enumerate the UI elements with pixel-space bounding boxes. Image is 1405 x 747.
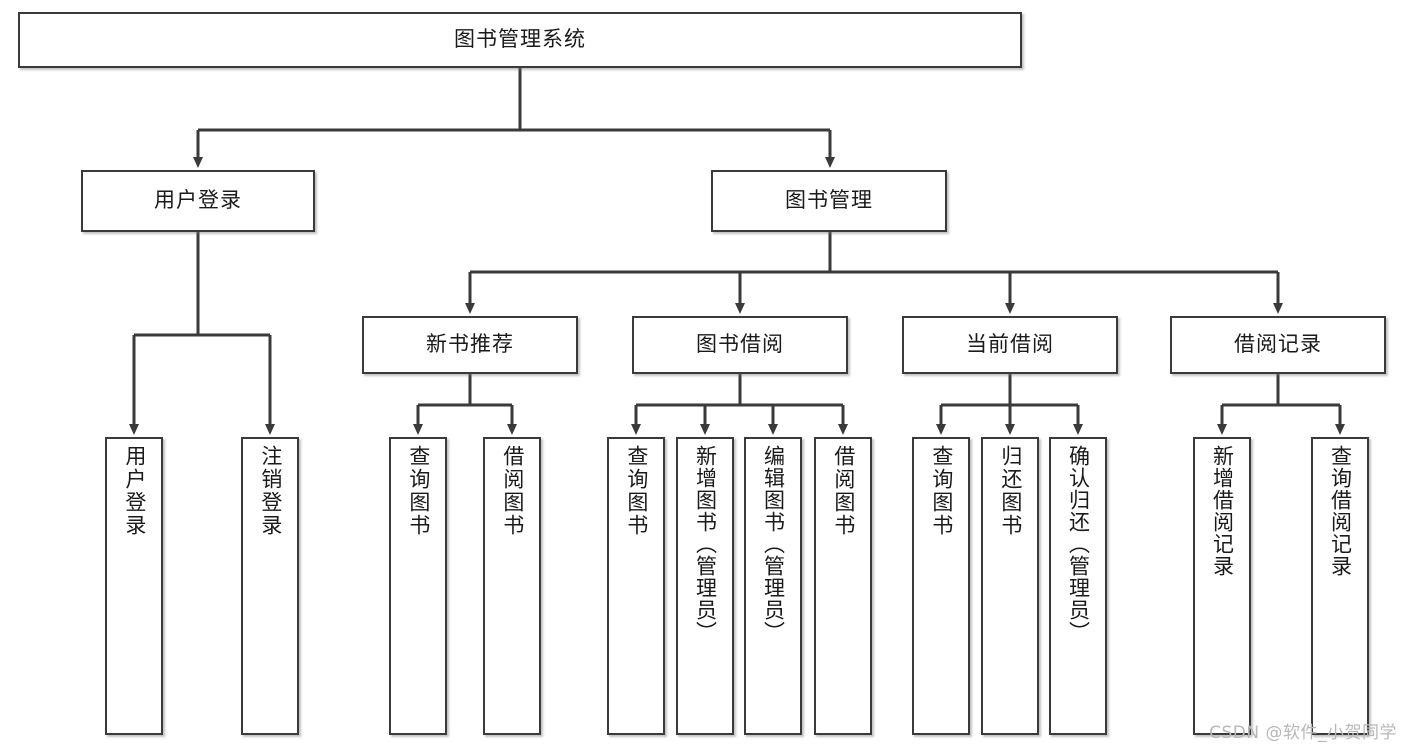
- node-book-management[interactable]: 图书管理: [711, 170, 947, 232]
- leaf-label: 借阅图书: [500, 445, 525, 537]
- leaf-label: 归还图书: [998, 445, 1023, 537]
- leaf-borrow-query-book[interactable]: 查询图书: [607, 437, 665, 735]
- leaf-new-book-query[interactable]: 查询图书: [389, 437, 447, 735]
- leaf-label: 注销登录: [258, 445, 283, 537]
- leaf-new-book-borrow[interactable]: 借阅图书: [483, 437, 541, 735]
- leaf-label: 用户登录: [122, 445, 147, 537]
- leaf-current-confirm-return-admin[interactable]: 确认归还（管理员）: [1049, 437, 1107, 735]
- watermark-text: CSDN @软件_小贺同学: [1209, 723, 1397, 743]
- leaf-label: 新增借阅记录: [1210, 445, 1235, 577]
- leaf-label: 确认归还（管理员）: [1066, 445, 1091, 643]
- leaf-records-add-record[interactable]: 新增借阅记录: [1193, 437, 1251, 735]
- leaf-label: 编辑图书（管理员）: [761, 445, 786, 643]
- node-label: 新书推荐: [426, 332, 514, 357]
- leaf-label: 查询图书: [929, 445, 954, 537]
- leaf-current-return-book[interactable]: 归还图书: [981, 437, 1039, 735]
- leaf-borrow-borrow-book[interactable]: 借阅图书: [814, 437, 872, 735]
- leaf-label: 新增图书（管理员）: [693, 445, 718, 643]
- node-book-borrow[interactable]: 图书借阅: [632, 316, 848, 374]
- node-root-library-system[interactable]: 图书管理系统: [18, 12, 1022, 68]
- leaf-user-login-logout[interactable]: 注销登录: [241, 437, 299, 735]
- node-current-borrow[interactable]: 当前借阅: [902, 316, 1118, 374]
- node-label: 用户登录: [154, 188, 242, 213]
- node-user-login[interactable]: 用户登录: [81, 170, 315, 232]
- node-borrow-records[interactable]: 借阅记录: [1170, 316, 1386, 374]
- leaf-current-query-book[interactable]: 查询图书: [912, 437, 970, 735]
- node-label: 图书管理系统: [454, 27, 586, 52]
- leaf-label: 借阅图书: [831, 445, 856, 537]
- node-label: 图书借阅: [696, 332, 784, 357]
- leaf-records-query-record[interactable]: 查询借阅记录: [1311, 437, 1369, 735]
- leaf-label: 查询图书: [624, 445, 649, 537]
- node-label: 图书管理: [785, 188, 873, 213]
- leaf-borrow-edit-book-admin[interactable]: 编辑图书（管理员）: [744, 437, 802, 735]
- leaf-label: 查询图书: [406, 445, 431, 537]
- node-label: 借阅记录: [1234, 332, 1322, 357]
- leaf-borrow-add-book-admin[interactable]: 新增图书（管理员）: [676, 437, 734, 735]
- node-new-book-recommend[interactable]: 新书推荐: [362, 316, 578, 374]
- node-label: 当前借阅: [966, 332, 1054, 357]
- leaf-label: 查询借阅记录: [1328, 445, 1353, 577]
- leaf-user-login-login[interactable]: 用户登录: [105, 437, 163, 735]
